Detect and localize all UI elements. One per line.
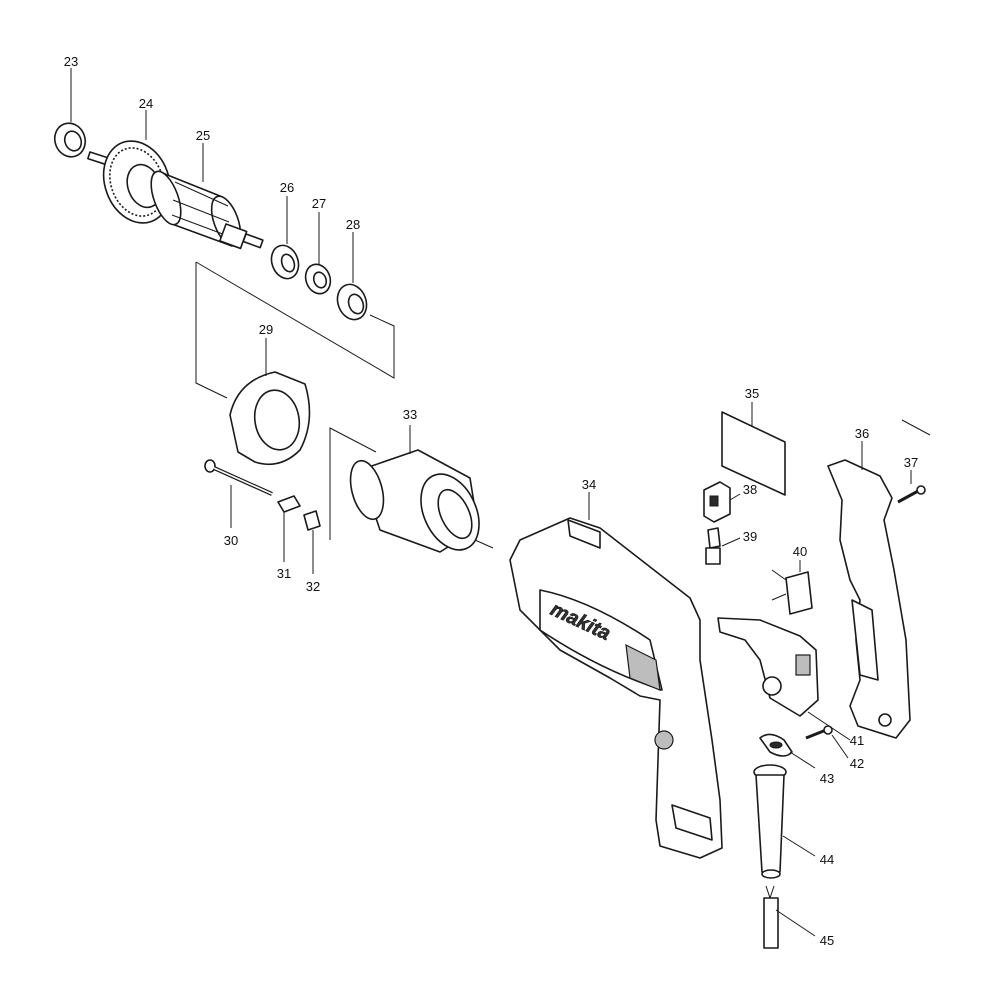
part-number-26: 26 (280, 180, 294, 195)
part-28-bearing (336, 232, 368, 321)
part-32-holder (303, 510, 321, 574)
part-26-washer (270, 196, 300, 280)
part-36-handle-set (827, 419, 931, 739)
part-35-name-plate (721, 402, 786, 496)
part-number-45: 45 (820, 933, 834, 948)
part-27-insulation-washer (304, 212, 332, 295)
part-number-39: 39 (743, 529, 757, 544)
part-38-brush-holder (703, 481, 741, 523)
part-number-labels: 23 24 25 26 27 28 29 30 31 32 33 34 35 3… (64, 54, 918, 948)
part-number-23: 23 (64, 54, 78, 69)
part-number-43: 43 (820, 771, 834, 786)
part-number-40: 40 (793, 544, 807, 559)
part-23-bearing (53, 68, 87, 158)
part-33-field (349, 425, 494, 553)
part-39-carbon-brush (705, 527, 741, 565)
part-number-38: 38 (743, 482, 757, 497)
part-number-36: 36 (855, 426, 869, 441)
grouping-bracket (195, 261, 395, 379)
part-number-41: 41 (850, 733, 864, 748)
part-41-switch (717, 617, 851, 741)
part-44-cord-guard (753, 764, 816, 879)
grouping-bracket (195, 262, 228, 399)
part-43-strain-relief (759, 733, 816, 769)
part-37-tapping-screw (897, 470, 926, 504)
part-number-29: 29 (259, 322, 273, 337)
part-40-capacitor (771, 560, 813, 615)
part-number-24: 24 (139, 96, 153, 111)
part-number-34: 34 (582, 477, 596, 492)
part-number-32: 32 (306, 579, 320, 594)
part-number-25: 25 (196, 128, 210, 143)
part-25-armature (150, 143, 264, 250)
part-number-30: 30 (224, 533, 238, 548)
part-34-motor-housing: makita (509, 492, 723, 859)
part-number-44: 44 (820, 852, 834, 867)
part-number-42: 42 (850, 756, 864, 771)
part-number-27: 27 (312, 196, 326, 211)
part-number-33: 33 (403, 407, 417, 422)
part-31-clip (277, 495, 301, 562)
grouping-bracket (329, 427, 377, 540)
part-number-37: 37 (904, 455, 918, 470)
part-45-cord (763, 885, 816, 949)
part-number-31: 31 (277, 566, 291, 581)
part-29-baffle-plate (229, 338, 311, 466)
part-number-35: 35 (745, 386, 759, 401)
part-42-tapping-screw (805, 725, 849, 759)
part-30-screw (204, 459, 273, 528)
part-24-helical-gear (87, 110, 172, 224)
part-number-28: 28 (346, 217, 360, 232)
